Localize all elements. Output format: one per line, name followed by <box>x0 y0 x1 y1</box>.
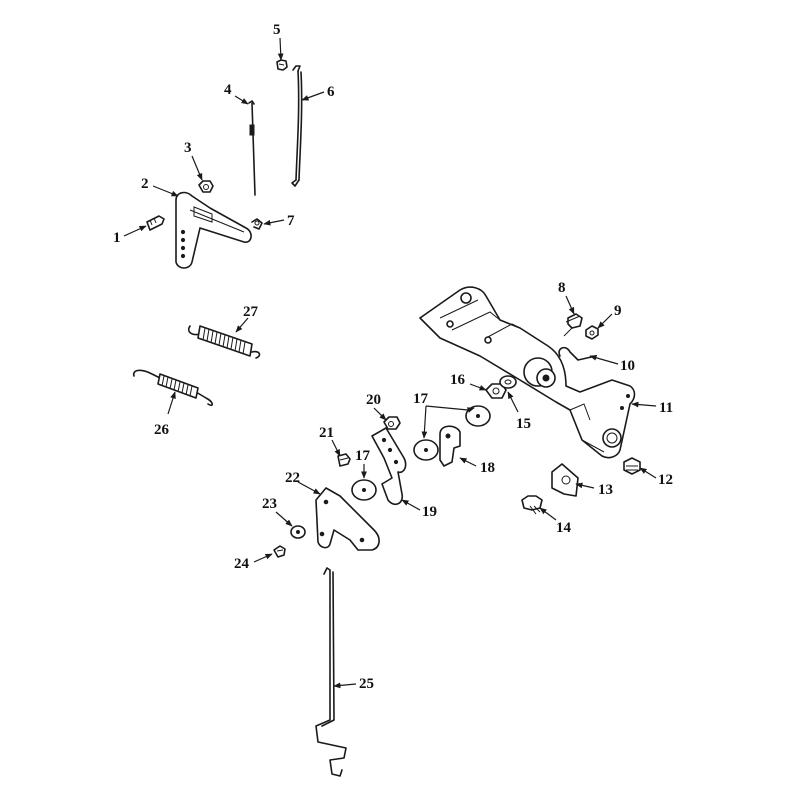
part-23-washer <box>290 525 306 539</box>
callout-14: 14 <box>556 520 572 536</box>
callout-1: 1 <box>113 230 121 246</box>
callout-17-upper: 17 <box>413 391 429 407</box>
callout-11: 11 <box>659 400 673 416</box>
part-17-washer-lower <box>351 479 377 501</box>
callout-5: 5 <box>273 22 281 38</box>
part-1-screw <box>146 215 165 231</box>
callout-20: 20 <box>366 392 381 408</box>
part-25-rod <box>315 567 347 777</box>
callout-23: 23 <box>262 496 277 512</box>
callout-10: 10 <box>620 358 635 374</box>
callout-6: 6 <box>327 84 335 100</box>
part-19-lever <box>371 427 407 506</box>
part-22-bracket-lever <box>315 487 380 551</box>
part-26-spring <box>132 369 214 407</box>
callout-25: 25 <box>359 676 374 692</box>
part-5-nut <box>276 59 288 71</box>
callout-27: 27 <box>243 304 259 320</box>
part-20-nut <box>383 416 401 430</box>
callout-21: 21 <box>319 425 334 441</box>
part-9-nut <box>585 325 599 340</box>
part-2-control-lever <box>175 191 252 269</box>
callout-16: 16 <box>450 372 466 388</box>
part-6-rod <box>291 65 303 187</box>
callout-18: 18 <box>480 460 495 476</box>
part-11-main-bracket <box>419 286 636 459</box>
part-16-nut <box>485 383 507 399</box>
part-14-bolt <box>521 495 543 515</box>
leader-lines <box>123 37 657 689</box>
part-18-plate <box>439 425 461 467</box>
callout-24: 24 <box>234 556 250 572</box>
callout-22: 22 <box>285 470 300 486</box>
callout-3: 3 <box>184 140 192 156</box>
callout-labels: 5 4 6 3 2 1 7 27 26 8 9 10 11 16 15 17 1… <box>113 22 673 692</box>
callout-15: 15 <box>516 416 531 432</box>
callout-8: 8 <box>558 280 566 296</box>
part-27-spring <box>187 325 261 359</box>
callout-13: 13 <box>598 482 613 498</box>
callout-9: 9 <box>614 303 622 319</box>
callout-2: 2 <box>141 176 149 192</box>
part-24-screw <box>273 545 286 558</box>
callout-7: 7 <box>287 213 295 229</box>
part-10-wire-clip <box>558 346 597 361</box>
part-12-screw <box>623 457 641 475</box>
part-15-washer <box>499 375 517 389</box>
callout-19: 19 <box>422 504 437 520</box>
callout-12: 12 <box>658 472 673 488</box>
callout-4: 4 <box>224 82 232 98</box>
part-13-clip <box>551 463 579 497</box>
part-7-clip <box>251 218 263 230</box>
part-4-link <box>248 100 256 196</box>
callout-26: 26 <box>154 422 170 438</box>
part-21-screw <box>337 453 351 467</box>
part-17-washer-middle <box>413 439 439 461</box>
part-3-nut <box>198 180 214 193</box>
callout-17-lower: 17 <box>355 448 371 464</box>
part-8-screw <box>563 313 583 337</box>
